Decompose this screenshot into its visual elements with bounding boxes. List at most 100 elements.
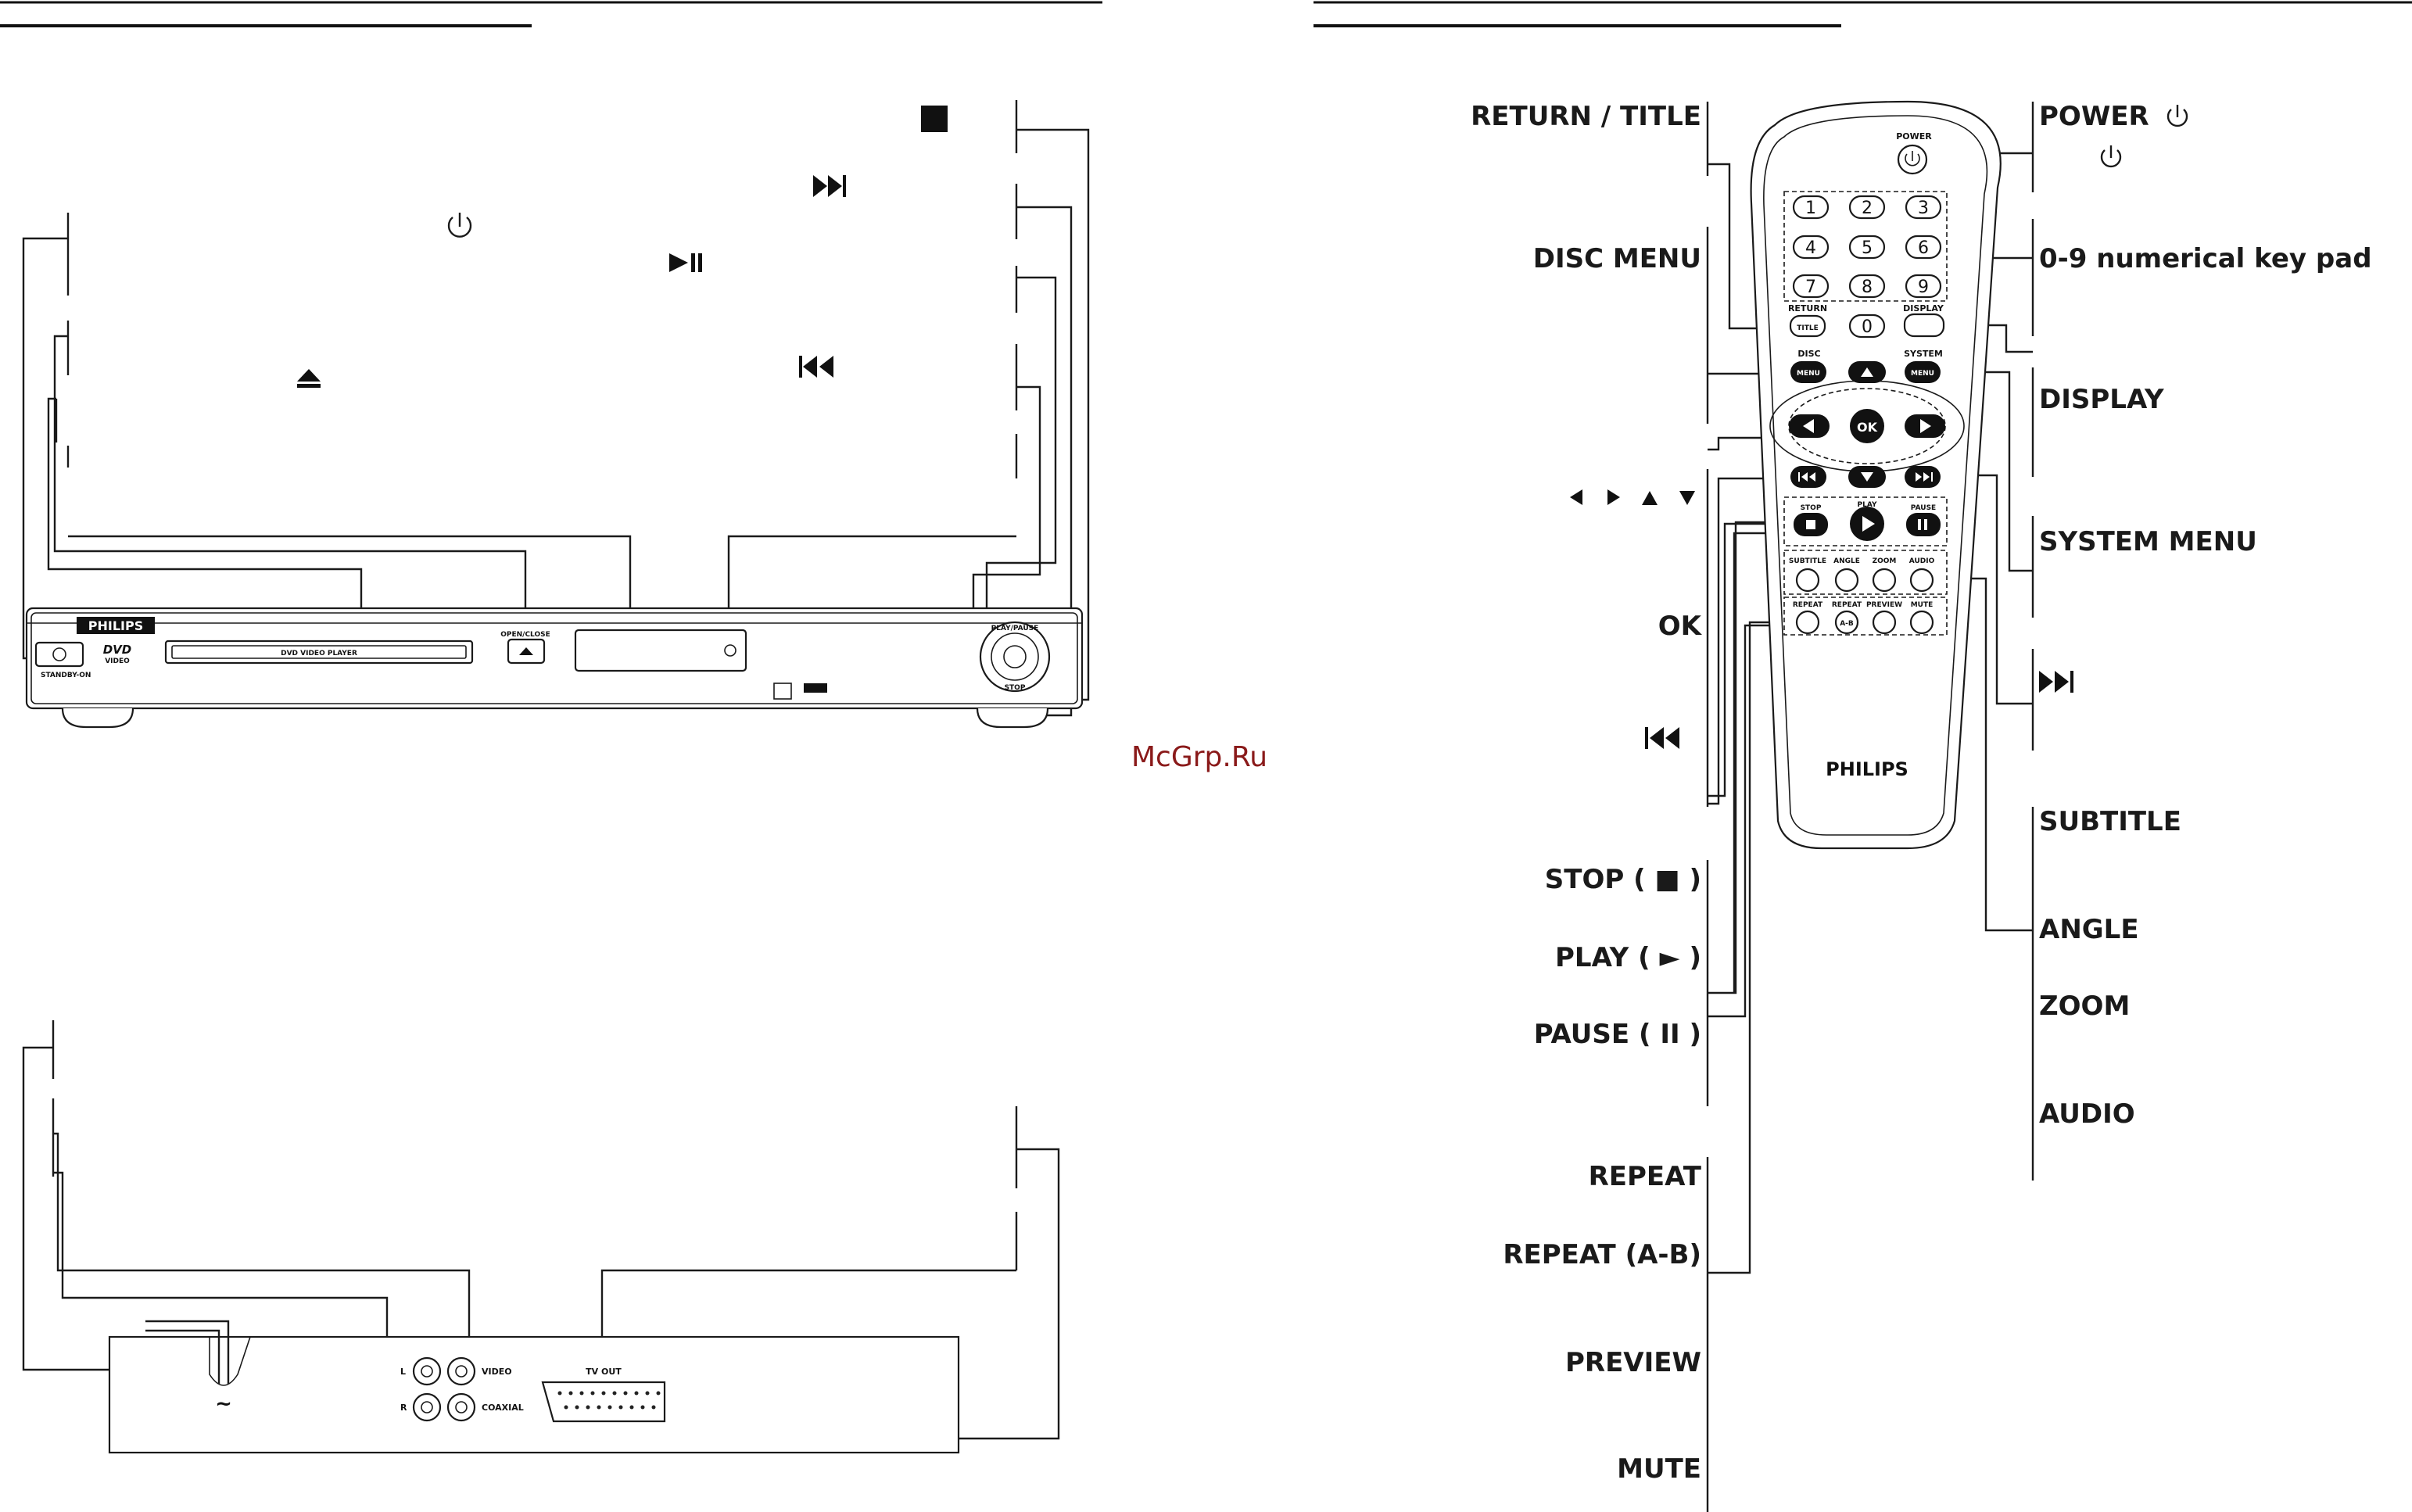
system-menu-button[interactable] [1905, 361, 1941, 383]
front-panel-section: STANDBY-ON PHILIPS DVD VIDEO DVD VIDEO P… [22, 100, 1090, 729]
repeat-ab-button-label: REPEAT [1832, 601, 1862, 609]
key-2-button[interactable] [1848, 195, 1886, 220]
open-close-label: OPEN/CLOSE [500, 631, 550, 639]
audio-l-jack [412, 1356, 442, 1386]
key-0-button[interactable] [1848, 314, 1886, 339]
callout-repeat: REPEAT [1589, 1161, 1702, 1192]
pause-button-label: PAUSE [1911, 504, 1936, 512]
dial-play-label: PLAY/PAUSE [991, 625, 1039, 632]
key-8-label: 8 [1862, 278, 1873, 297]
angle-button[interactable] [1834, 568, 1859, 593]
callout-stop: STOP ( ■ ) [1545, 864, 1701, 895]
key-1-button[interactable] [1792, 195, 1830, 220]
feature-row-1: SUBTITLE ANGLE ZOOM AUDIO [1783, 550, 1948, 595]
standby-label: STANDBY-ON [41, 672, 91, 679]
coaxial-jack [446, 1392, 476, 1422]
key-9-label: 9 [1918, 278, 1929, 297]
power-icon [447, 213, 472, 238]
mains-symbol: ~ [215, 1392, 232, 1416]
callout-angle: ANGLE [2039, 914, 2139, 945]
control-dial[interactable] [979, 621, 1051, 693]
stop-icon [921, 106, 948, 132]
key-0-label: 0 [1862, 317, 1873, 337]
callout-power-icon [2100, 105, 2188, 168]
callout-next-icon [2039, 671, 2073, 693]
callout-arrows [1570, 489, 1695, 505]
preview-button-label: PREVIEW [1866, 601, 1902, 609]
callout-disc-menu: DISC MENU [1533, 243, 1701, 274]
key-2-label: 2 [1862, 199, 1873, 218]
key-6-button[interactable] [1905, 235, 1942, 260]
display-button[interactable] [1903, 313, 1945, 338]
stop-button-label: STOP [1801, 504, 1822, 512]
zoom-button[interactable] [1872, 568, 1897, 593]
key-7-label: 7 [1805, 278, 1816, 297]
coaxial-label: COAXIAL [482, 1403, 524, 1413]
callout-return-title: RETURN / TITLE [1471, 101, 1701, 132]
callout-previous-icon [1645, 727, 1679, 749]
key-7-button[interactable] [1792, 274, 1830, 299]
callout-keypad: 0-9 numerical key pad [2039, 243, 2372, 274]
key-3-button[interactable] [1905, 195, 1942, 220]
key-6-label: 6 [1918, 238, 1929, 258]
disc-menu-button-label: MENU [1797, 370, 1820, 378]
ok-button[interactable] [1850, 409, 1884, 443]
audio-button[interactable] [1909, 568, 1934, 593]
mute-button[interactable] [1909, 610, 1934, 635]
eject-icon [297, 369, 321, 388]
subtitle-button[interactable] [1795, 568, 1820, 593]
disc-label: DISC [1797, 349, 1820, 359]
key-1-label: 1 [1805, 199, 1816, 218]
key-5-label: 5 [1862, 238, 1873, 258]
callout-power: POWER [2039, 101, 2149, 132]
mute-button-label: MUTE [1911, 601, 1934, 609]
callout-mute: MUTE [1617, 1453, 1701, 1485]
callout-system-menu: SYSTEM MENU [2039, 526, 2257, 557]
dvd-player-front: STANDBY-ON PHILIPS DVD VIDEO DVD VIDEO P… [25, 607, 1084, 729]
video-label: VIDEO [482, 1367, 512, 1377]
next-button[interactable] [1905, 466, 1941, 488]
feature-row-2: REPEAT REPEAT PREVIEW MUTE A-B [1783, 597, 1948, 636]
tray-label: DVD VIDEO PLAYER [281, 650, 357, 657]
callout-audio: AUDIO [2039, 1098, 2135, 1130]
audio-r-jack [412, 1392, 442, 1422]
arrow-left-icon [1570, 489, 1582, 505]
display-button-label: DISPLAY [1903, 303, 1944, 314]
remote-brand: PHILIPS [1826, 758, 1908, 780]
key-8-button[interactable] [1848, 274, 1886, 299]
key-9-button[interactable] [1905, 274, 1942, 299]
callout-ok: OK [1658, 611, 1703, 642]
key-5-button[interactable] [1848, 235, 1886, 260]
system-label: SYSTEM [1904, 349, 1943, 359]
arrow-up-icon [1642, 491, 1658, 505]
callout-pause: PAUSE ( II ) [1534, 1019, 1701, 1050]
key-4-button[interactable] [1792, 235, 1830, 260]
tv-out-label: TV OUT [586, 1367, 622, 1377]
pause-button[interactable] [1906, 513, 1941, 536]
title-button[interactable] [1789, 314, 1826, 338]
nav-cluster: DISC SYSTEM MENU MENU OK [1769, 349, 1965, 488]
watermark: McGrp.Ru [1131, 741, 1267, 773]
title-button-label: TITLE [1797, 324, 1819, 332]
repeat-ab-button[interactable] [1834, 610, 1859, 635]
transport-group: STOP PLAY PAUSE [1783, 496, 1948, 546]
key-4-label: 4 [1805, 238, 1816, 258]
key-3-label: 3 [1918, 199, 1929, 218]
scart-pins [557, 1391, 661, 1410]
audio-r-label: R [400, 1403, 407, 1413]
callout-play: PLAY ( ► ) [1555, 942, 1701, 973]
previous-button[interactable] [1790, 466, 1826, 488]
preview-button[interactable] [1872, 610, 1897, 635]
return-title-group: RETURN TITLE [1788, 303, 1827, 338]
video-jack [446, 1356, 476, 1386]
zoom-button-label: ZOOM [1873, 557, 1897, 565]
repeat-button[interactable] [1795, 610, 1820, 635]
system-menu-button-label: MENU [1911, 370, 1934, 378]
callout-subtitle: SUBTITLE [2039, 806, 2181, 837]
disc-menu-button[interactable] [1790, 361, 1826, 383]
repeat-button-label: REPEAT [1793, 601, 1823, 609]
subtitle-button-label: SUBTITLE [1789, 557, 1826, 565]
header-rules [0, 1, 2412, 27]
arrow-down-icon [1679, 491, 1695, 505]
